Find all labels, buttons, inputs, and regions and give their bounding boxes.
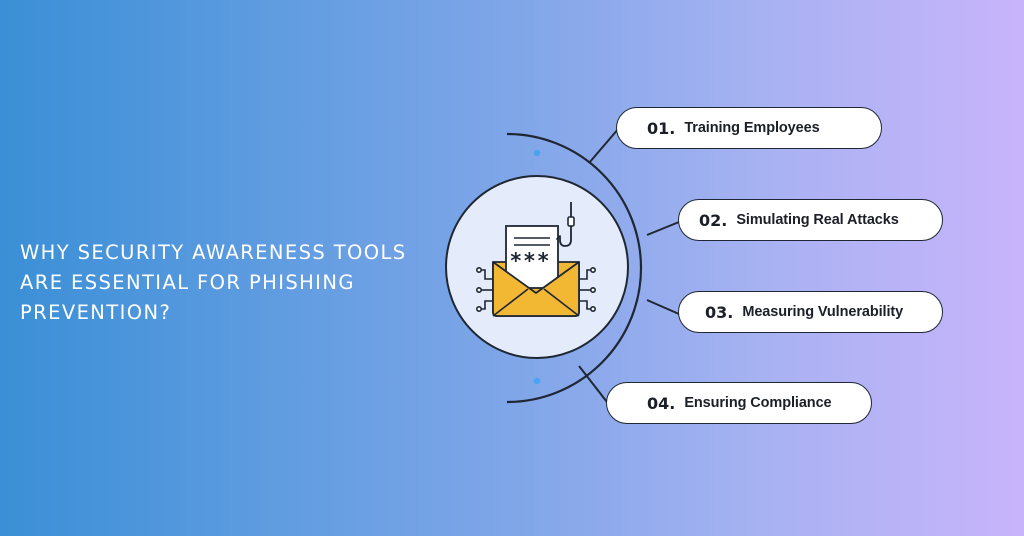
step-4-pill: 04. Ensuring Compliance — [606, 382, 872, 424]
step-4-label: Ensuring Compliance — [684, 395, 832, 411]
step-3-pill: 03. Measuring Vulnerability — [678, 291, 943, 333]
title-line-2: ARE ESSENTIAL FOR PHISHING — [20, 271, 355, 294]
step-1-number: 01. — [647, 118, 676, 138]
step-2-label: Simulating Real Attacks — [736, 212, 899, 228]
connector-line-2 — [646, 221, 680, 236]
accent-dot-top — [533, 149, 541, 157]
connector-line-1 — [588, 127, 620, 164]
step-3-label: Measuring Vulnerability — [742, 304, 904, 320]
page-title: WHY SECURITY AWARENESS TOOLS ARE ESSENTI… — [20, 238, 460, 328]
step-3-number: 03. — [705, 302, 734, 322]
password-mask: *** — [510, 249, 551, 273]
step-4-number: 04. — [647, 393, 676, 413]
title-line-3: PREVENTION? — [20, 301, 172, 324]
step-2-number: 02. — [699, 210, 728, 230]
accent-dot-bottom — [533, 377, 541, 385]
connector-line-3 — [646, 299, 680, 315]
step-1-label: Training Employees — [684, 120, 820, 136]
title-line-1: WHY SECURITY AWARENESS TOOLS — [20, 241, 407, 264]
connector-line-4 — [578, 365, 608, 403]
step-1-pill: 01. Training Employees — [616, 107, 882, 149]
outer-arc — [506, 132, 643, 404]
step-2-pill: 02. Simulating Real Attacks — [678, 199, 943, 241]
phishing-envelope-icon — [475, 202, 596, 317]
